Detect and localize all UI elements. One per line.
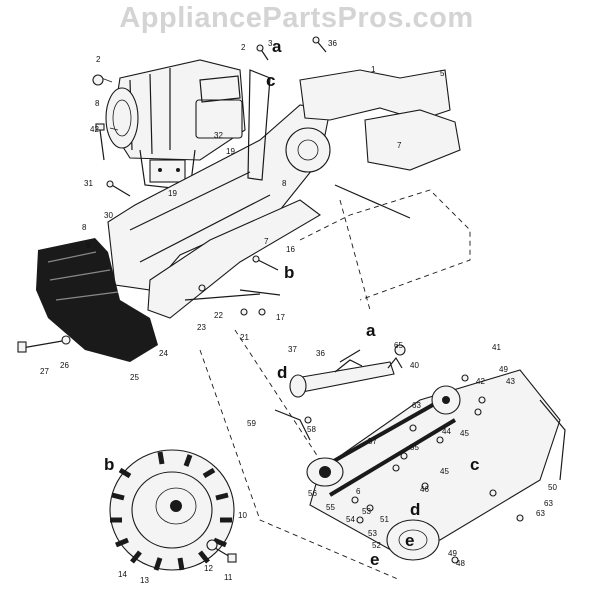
part-label: 9 <box>86 241 91 250</box>
part-label: 22 <box>214 311 223 320</box>
part-label: 1 <box>371 65 376 74</box>
part-label: 51 <box>380 515 389 524</box>
part-label: 59 <box>247 419 256 428</box>
callout-letter: b <box>104 455 114 474</box>
wheel-assembly <box>109 449 237 571</box>
part-number-labels: 2 8 42 2 3 36 1 5 7 19 31 30 8 9 8 16 7 … <box>40 39 557 585</box>
callout-letters: a a b b c c d d e e <box>104 37 479 569</box>
part-label: 16 <box>286 245 295 254</box>
part-label: 14 <box>118 570 127 579</box>
callout-letter: c <box>470 455 479 474</box>
part-label: 52 <box>372 541 381 550</box>
part-label: 65 <box>394 341 403 350</box>
part-label: 23 <box>197 323 206 332</box>
part-label: 63 <box>536 509 545 518</box>
part-label: 56 <box>308 489 317 498</box>
part-label: 24 <box>159 349 168 358</box>
part-label: 57 <box>368 437 377 446</box>
engine-assembly <box>92 59 246 191</box>
part-label: 10 <box>238 511 247 520</box>
part-label: 36 <box>316 349 325 358</box>
part-label: 26 <box>60 361 69 370</box>
part-label: 49 <box>499 365 508 374</box>
callout-letter: c <box>266 71 275 90</box>
belt-guard-outline <box>199 189 471 581</box>
part-label: 55 <box>410 443 419 452</box>
part-label: 48 <box>456 559 465 568</box>
bolt-assembly <box>17 335 71 353</box>
part-label: 8 <box>82 223 87 232</box>
part-label: 19 <box>226 147 235 156</box>
idler-arm <box>274 349 403 441</box>
part-label: 36 <box>328 39 337 48</box>
part-label: 46 <box>420 485 429 494</box>
part-label: 37 <box>288 345 297 354</box>
part-label: 41 <box>492 343 501 352</box>
part-label: 30 <box>104 211 113 220</box>
part-label: 19 <box>168 189 177 198</box>
part-label: 8 <box>282 179 287 188</box>
part-label: 2 <box>96 55 101 64</box>
part-label: 63 <box>412 401 421 410</box>
part-label: 21 <box>240 333 249 342</box>
part-label: 45 <box>460 429 469 438</box>
callout-letter: d <box>277 363 287 382</box>
part-label: 32 <box>214 131 223 140</box>
part-label: 45 <box>440 467 449 476</box>
part-label: 12 <box>204 564 213 573</box>
part-label: 17 <box>276 313 285 322</box>
part-label: 43 <box>506 377 515 386</box>
part-label: 53 <box>362 507 371 516</box>
part-label: 2 <box>241 43 246 52</box>
part-label: 5 <box>440 69 445 78</box>
part-label: 54 <box>346 515 355 524</box>
callout-letter: a <box>366 321 376 340</box>
part-label: 25 <box>130 373 139 382</box>
callout-letter: e <box>370 550 379 569</box>
part-label: 50 <box>548 483 557 492</box>
part-label: 3 <box>268 39 273 48</box>
watermark: AppliancePartsPros.com <box>119 2 474 34</box>
main-frame <box>107 69 461 319</box>
part-label: 42 <box>476 377 485 386</box>
part-label: 11 <box>224 573 233 582</box>
part-label: 63 <box>544 499 553 508</box>
tine-hood <box>36 238 158 362</box>
part-label: 55 <box>326 503 335 512</box>
part-label: 31 <box>84 179 93 188</box>
fasteners <box>95 36 486 564</box>
part-label: 53 <box>368 529 377 538</box>
part-label: 7 <box>397 141 402 150</box>
part-label: 6 <box>356 487 361 496</box>
part-label: 8 <box>95 99 100 108</box>
callout-letter: d <box>410 500 420 519</box>
part-label: 58 <box>307 425 316 434</box>
part-label: 13 <box>140 576 149 585</box>
part-label: 49 <box>448 549 457 558</box>
belt-drive <box>306 369 566 561</box>
callout-letter: a <box>272 37 282 56</box>
part-label: 44 <box>442 427 451 436</box>
callout-letter: e <box>405 531 414 550</box>
part-label: 7 <box>264 237 269 246</box>
part-label: 40 <box>410 361 419 370</box>
callout-letter: b <box>284 263 294 282</box>
part-label: 42 <box>90 125 99 134</box>
part-label: 27 <box>40 367 49 376</box>
